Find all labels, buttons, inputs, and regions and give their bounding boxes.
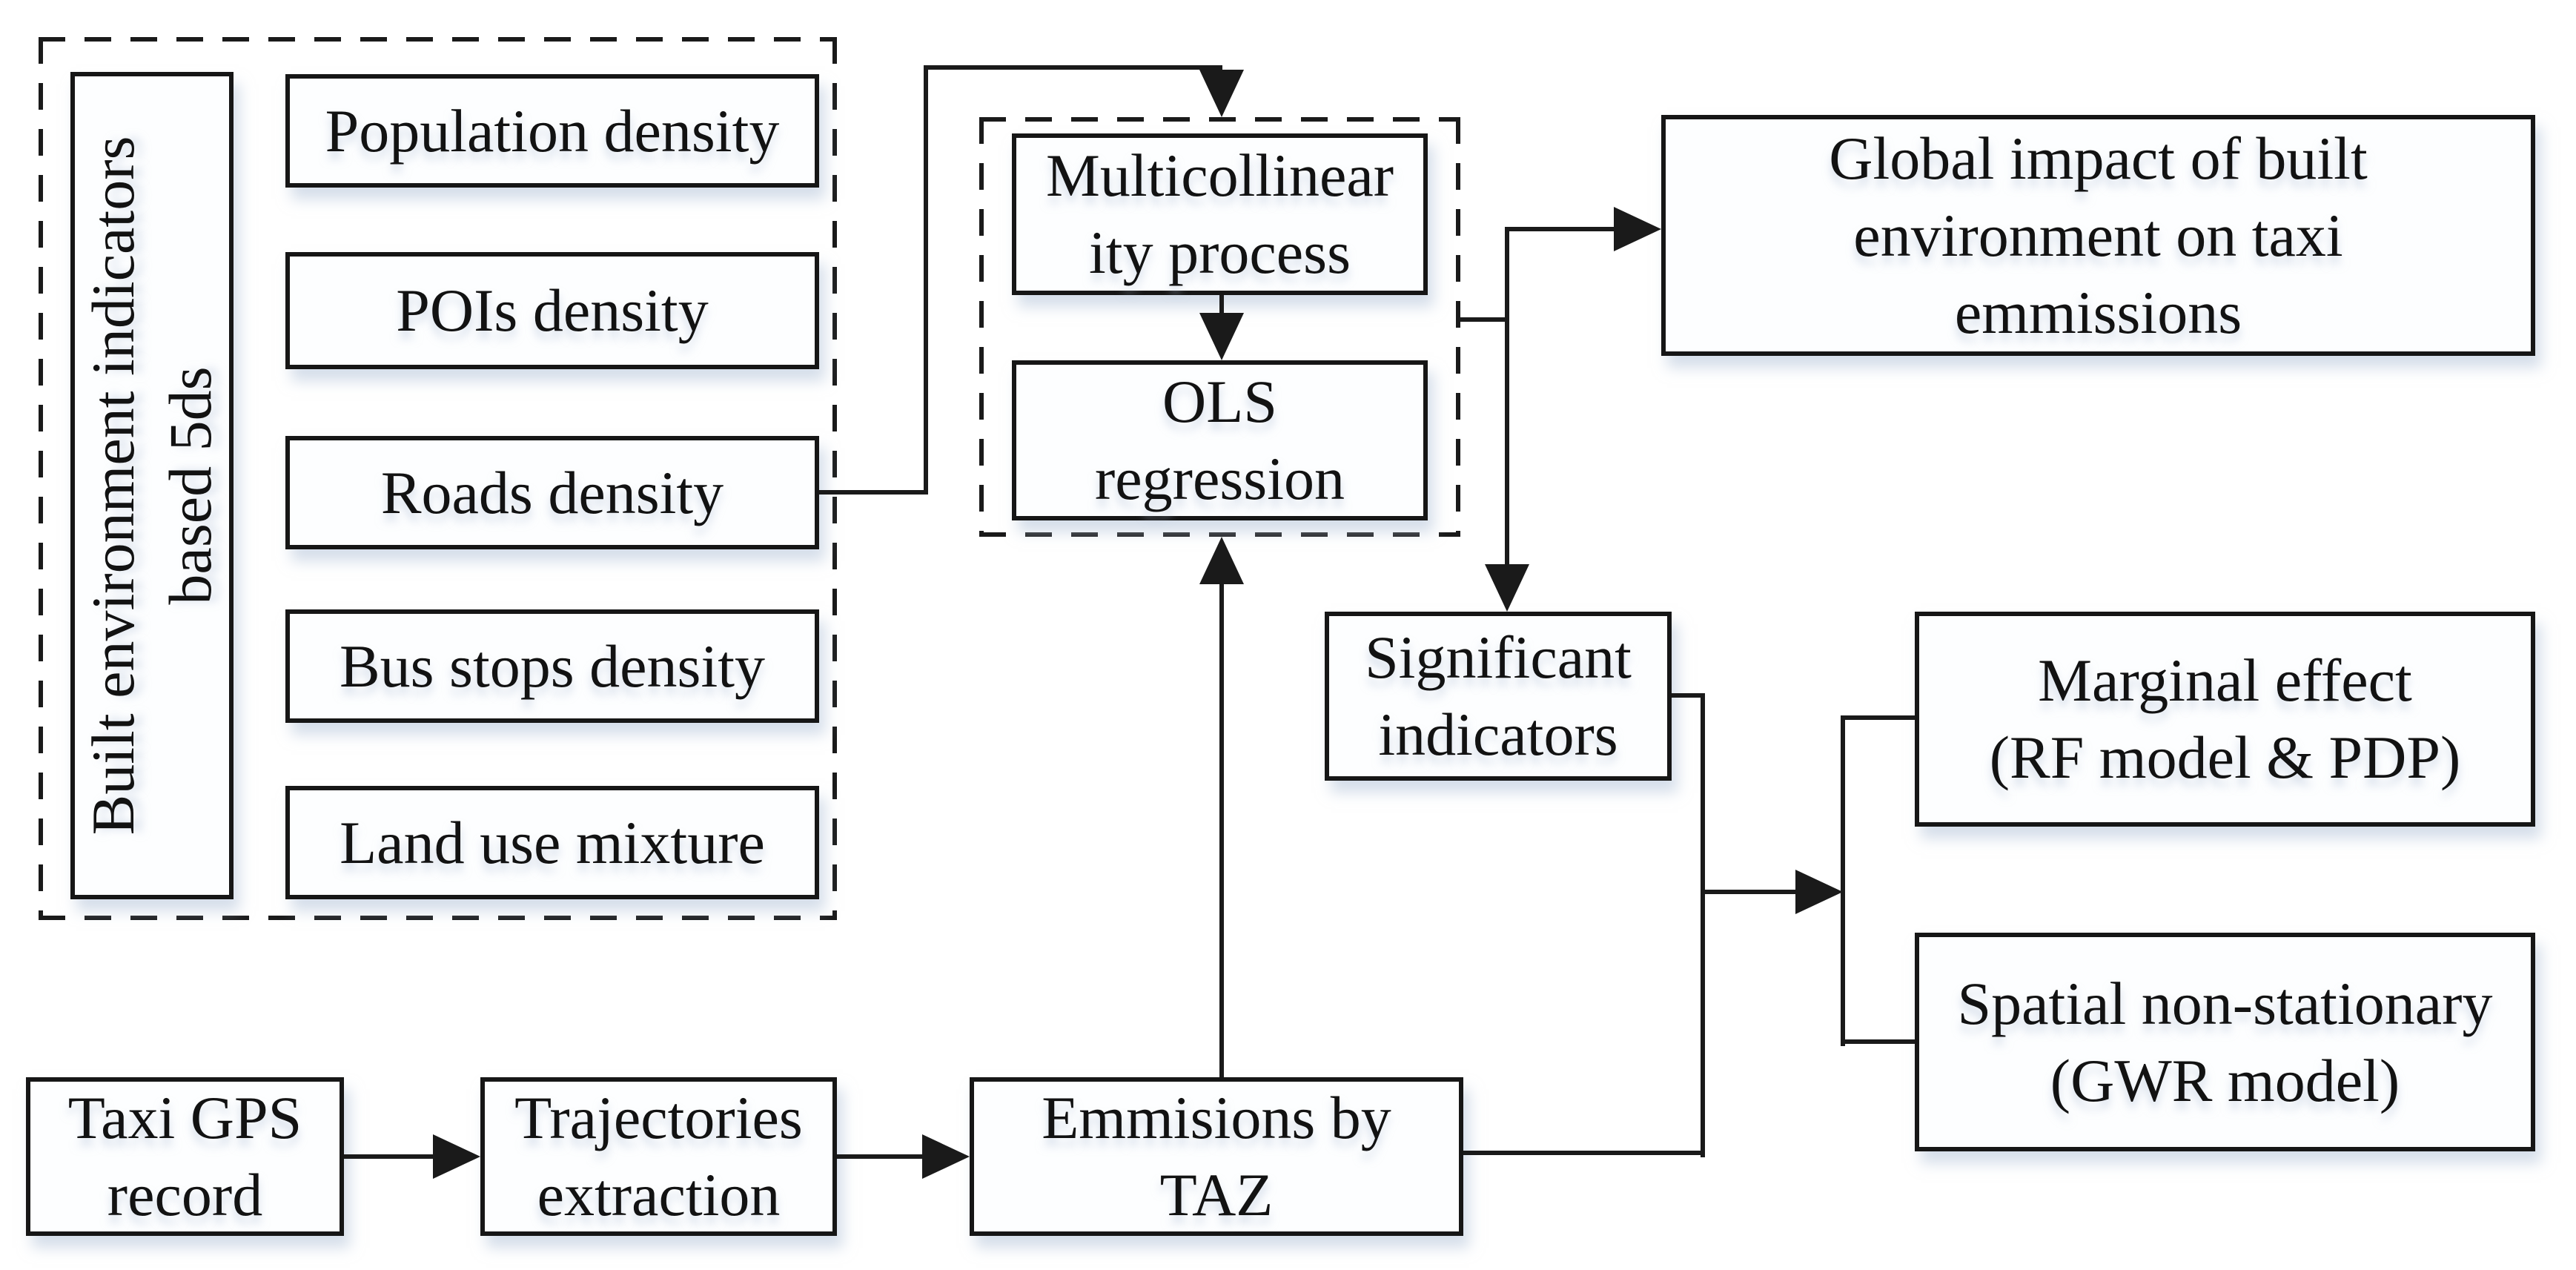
node-marginal-line1: Marginal effect [2038,646,2412,714]
node-global-impact-line3: emmissions [1954,278,2242,346]
node-pois-density: POIs density [285,252,819,369]
built-environment-label-line2: based 5ds [156,366,224,605]
built-environment-label-text: Built environment indicators based 5ds [75,72,229,899]
connector-roads-elbow-h2 [924,65,1222,70]
frame-edge [1456,117,1460,537]
node-bus-stops-density: Bus stops density [285,609,819,723]
node-taxi-line2: record [107,1161,263,1228]
connector-multi-to-ols [1219,295,1224,316]
node-trajectories-line2: extraction [537,1161,781,1228]
connector-junction-up [1505,227,1509,322]
frame-edge [979,117,984,537]
node-built-environment-label: Built environment indicators based 5ds [70,72,234,899]
frame-edge [39,37,43,920]
node-spatial-line1: Spatial non-stationary [1957,969,2493,1037]
frame-edge [979,117,1460,122]
arrowhead-into-emissions [922,1134,970,1179]
node-emissions-line2: TAZ [1159,1161,1274,1228]
arrowhead-into-bracket [1795,870,1843,914]
arrowhead-into-ols [1199,313,1244,360]
node-significant-indicators: Significant indicators [1325,612,1672,781]
node-global-impact-line1: Global impact of built [1829,124,2368,192]
node-emissions-by-taz: Emmisions by TAZ [970,1077,1463,1236]
arrowhead-into-significant [1485,564,1529,612]
bracket-vertical [1841,715,1845,1046]
node-trajectories-extraction: Trajectories extraction [480,1077,837,1236]
node-significant-line2: indicators [1378,701,1618,768]
node-ols-regression: OLS regression [1012,360,1428,520]
arrowhead-into-trajectories [433,1134,480,1179]
ols-process-group-frame [979,117,1460,537]
node-ols-line1: OLS [1162,368,1277,435]
node-multicollinearity-process: Multicollinear ity process [1012,133,1428,295]
arrowhead-into-process-group-bottom [1199,537,1244,584]
bracket-top-horizontal [1841,715,1915,720]
node-emissions-line1: Emmisions by [1042,1084,1391,1151]
node-bus-stops-density-label: Bus stops density [339,632,766,700]
node-population-density-label: Population density [325,96,780,165]
node-marginal-effect: Marginal effect (RF model & PDP) [1915,612,2535,827]
node-pois-density-label: POIs density [396,277,709,344]
frame-edge [979,532,1460,537]
connector-to-bracket [1701,890,1795,894]
node-land-use-mixture-label: Land use mixture [340,808,765,876]
node-trajectories-line1: Trajectories [514,1084,803,1151]
frame-edge [39,916,837,920]
node-multicollinearity-line1: Multicollinear [1045,142,1394,209]
node-multicollinearity-line2: ity process [1089,219,1351,286]
frame-edge [832,37,837,920]
node-global-impact: Global impact of built environment on ta… [1661,115,2535,356]
frame-edge [39,37,837,42]
connector-significant-out [1672,693,1705,698]
connector-trajectories-to-emissions [837,1154,922,1159]
connector-roads-elbow-h1 [819,490,928,495]
node-roads-density: Roads density [285,436,819,549]
node-significant-line1: Significant [1365,624,1632,691]
built-environment-label-line1: Built environment indicators [79,136,147,836]
arrowhead-into-global [1614,207,1661,251]
node-population-density: Population density [285,74,819,188]
connector-to-global [1505,227,1615,231]
connector-taxi-to-trajectories [344,1154,433,1159]
connector-roads-elbow-v [924,65,928,495]
node-taxi-gps-record: Taxi GPS record [26,1077,344,1236]
node-spatial-nonstationary: Spatial non-stationary (GWR model) [1915,933,2535,1151]
connector-junction-down [1505,317,1509,564]
node-spatial-line2: (GWR model) [2050,1046,2400,1114]
arrowhead-into-process-group [1199,70,1244,117]
connector-emissions-up [1219,583,1224,1077]
node-roads-density-label: Roads density [380,458,724,526]
node-taxi-line1: Taxi GPS [67,1084,302,1151]
node-ols-line2: regression [1094,445,1345,512]
node-marginal-line2: (RF model & PDP) [1989,724,2461,791]
connector-merge-vertical [1701,693,1705,1157]
node-land-use-mixture: Land use mixture [285,786,819,899]
connector-junction-out [1456,317,1509,322]
node-global-impact-line2: environment on taxi [1853,201,2343,269]
bracket-bottom-horizontal [1841,1039,1915,1044]
built-environment-group-frame [39,37,837,920]
connector-emissions-out [1463,1151,1705,1155]
